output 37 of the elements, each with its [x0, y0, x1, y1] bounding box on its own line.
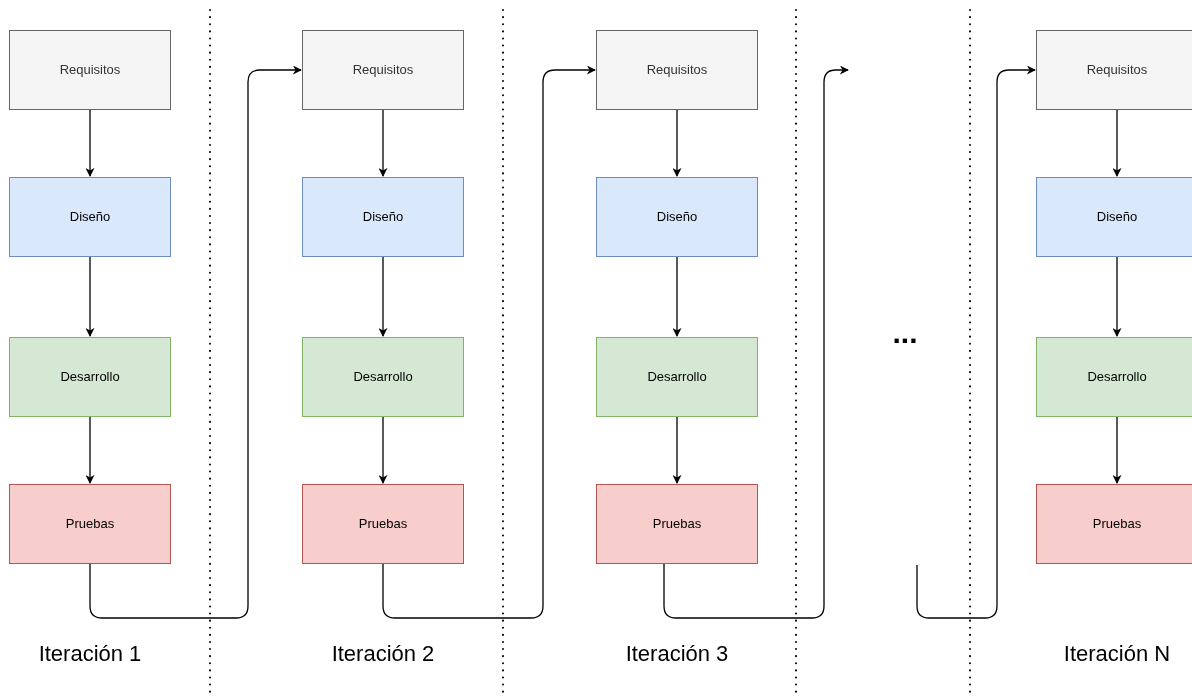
development-box: Desarrollo [302, 337, 464, 417]
arrow [1112, 256, 1122, 337]
design-box: Diseño [596, 177, 758, 257]
arrow [382, 65, 596, 619]
ellipsis-label: ... [891, 318, 919, 348]
testing-box: Pruebas [596, 484, 758, 564]
development-box: Desarrollo [9, 337, 171, 417]
arrow [1112, 109, 1122, 177]
iteration-label: Iteración 1 [37, 640, 143, 668]
iteration-label: Iteración 2 [330, 640, 436, 668]
arrow [672, 109, 682, 177]
iteration-label: Iteración 3 [624, 640, 730, 668]
requirements-box: Requisitos [1036, 30, 1192, 110]
requirements-box: Requisitos [596, 30, 758, 110]
arrow [85, 109, 95, 177]
development-box: Desarrollo [1036, 337, 1192, 417]
testing-box: Pruebas [302, 484, 464, 564]
arrow [663, 65, 849, 619]
arrow [1112, 416, 1122, 484]
design-box: Diseño [1036, 177, 1192, 257]
testing-box: Pruebas [9, 484, 171, 564]
testing-box: Pruebas [1036, 484, 1192, 564]
iteration-label: Iteración N [1062, 640, 1172, 668]
arrow [378, 256, 388, 337]
design-box: Diseño [302, 177, 464, 257]
arrow [85, 416, 95, 484]
design-box: Diseño [9, 177, 171, 257]
arrow [378, 416, 388, 484]
development-box: Desarrollo [596, 337, 758, 417]
requirements-box: Requisitos [9, 30, 171, 110]
arrow [85, 256, 95, 337]
requirements-box: Requisitos [302, 30, 464, 110]
arrow [672, 256, 682, 337]
arrow [672, 416, 682, 484]
arrow [378, 109, 388, 177]
arrow [89, 65, 302, 619]
arrow [916, 65, 1036, 619]
